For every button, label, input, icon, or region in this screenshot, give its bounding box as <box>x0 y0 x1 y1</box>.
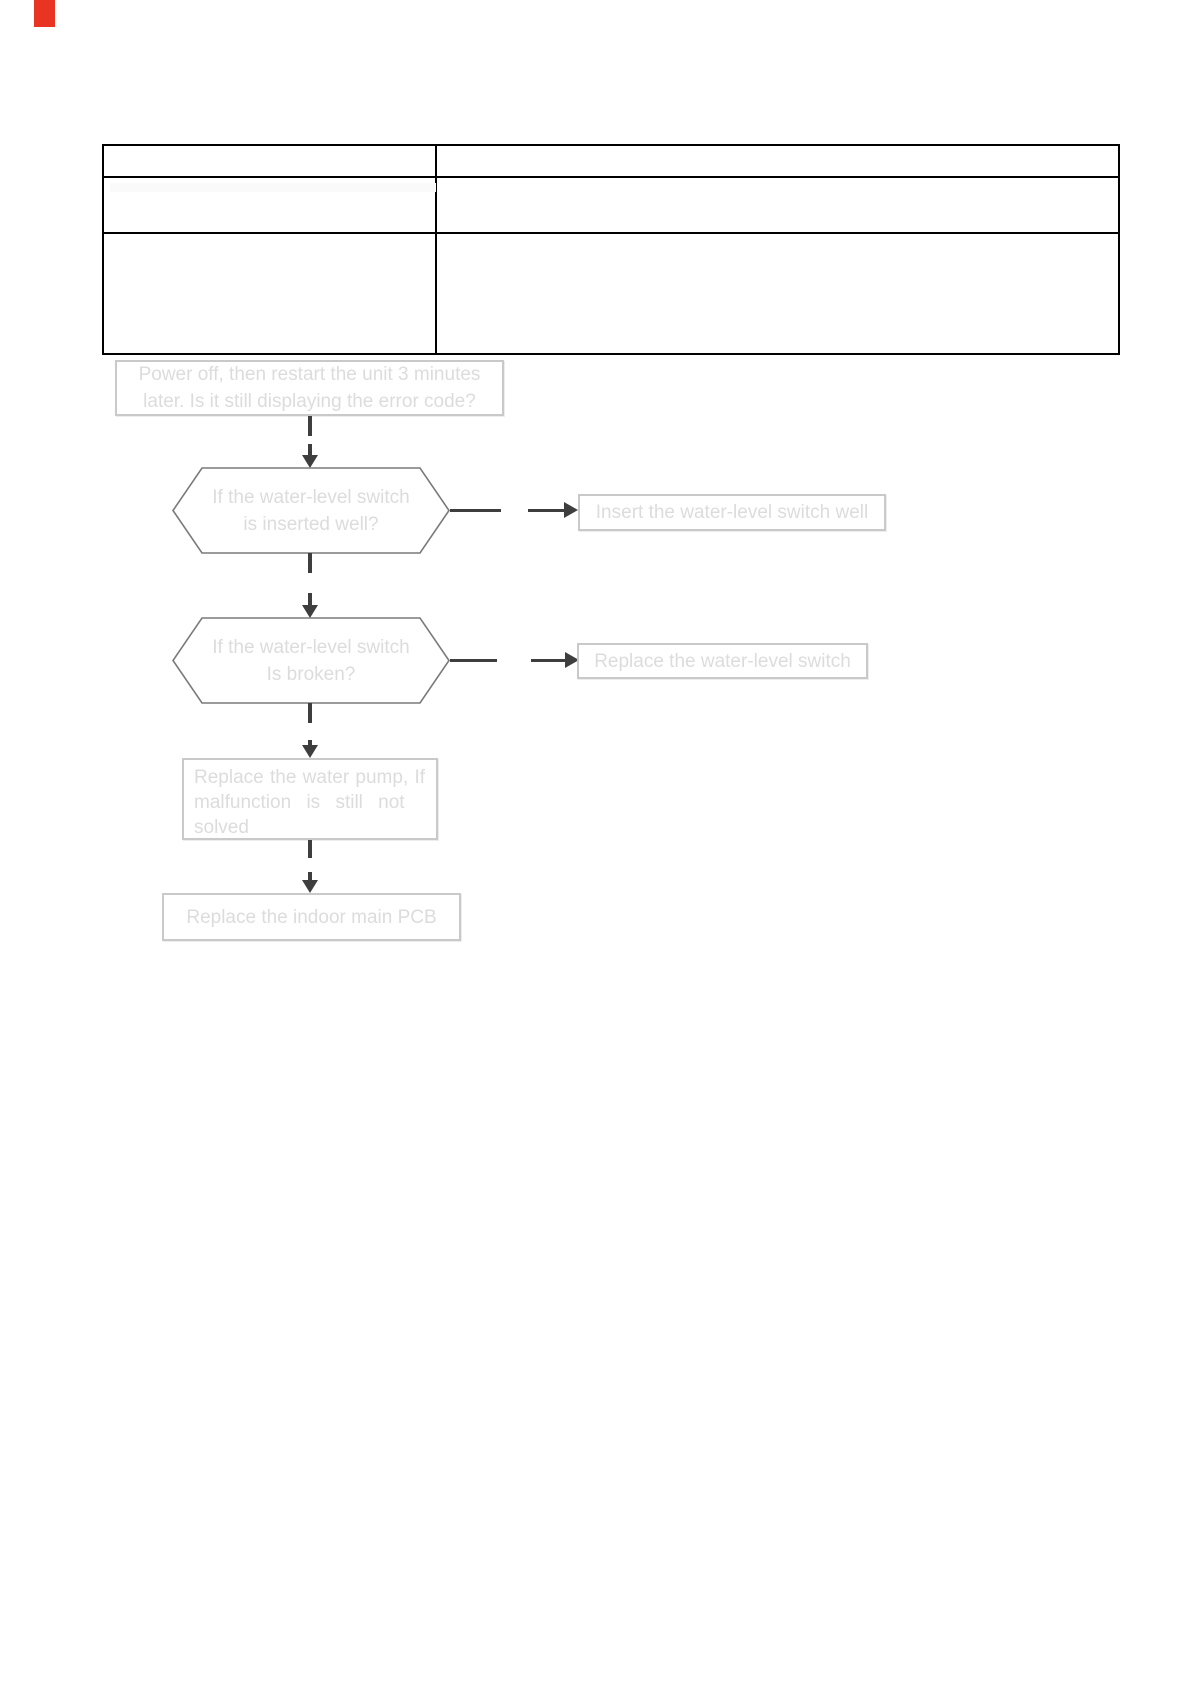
table-cell <box>437 178 1118 234</box>
process-line: solved <box>194 817 249 838</box>
decision-hexagon <box>172 467 450 554</box>
table-cell <box>437 146 1118 178</box>
table-cell <box>437 234 1118 353</box>
arrowhead-down-icon <box>302 745 318 758</box>
decision2-line: Is broken? <box>266 664 356 685</box>
flowchart-action1-box: Insert the water-level switch well <box>578 494 886 531</box>
table-cell <box>104 178 437 234</box>
arrowhead-right-icon <box>564 502 578 518</box>
connector-line <box>528 509 566 512</box>
decision2-line: If the water-level switch <box>212 637 410 658</box>
red-corner-marker <box>34 0 55 27</box>
connector-line <box>308 840 312 858</box>
arrowhead-down-icon <box>302 880 318 893</box>
end-box-label: Replace the indoor main PCB <box>186 906 437 928</box>
action1-label: Insert the water-level switch well <box>595 502 869 523</box>
troubleshooting-table <box>102 144 1120 355</box>
connector-line <box>308 740 312 748</box>
connector-line <box>450 509 501 512</box>
flowchart-action2-box: Replace the water-level switch <box>577 643 868 679</box>
connector-line <box>450 659 497 662</box>
flowchart-start-box: Power off, then restart the unit 3 minut… <box>115 360 504 416</box>
flowchart-end-box: Replace the indoor main PCB <box>162 893 461 941</box>
arrowhead-down-icon <box>302 605 318 618</box>
action2-label: Replace the water-level switch <box>594 650 851 672</box>
connector-line <box>308 703 312 723</box>
connector-line <box>308 872 312 881</box>
connector-line <box>308 416 312 436</box>
decision1-line: If the water-level switch <box>212 487 410 508</box>
decision2-label: If the water-level switch Is broken? <box>172 634 450 688</box>
connector-line <box>308 593 312 605</box>
table-cell <box>104 146 437 178</box>
process-line: Replace the water pump, If <box>194 767 426 788</box>
arrowhead-down-icon <box>302 455 318 468</box>
decision-hexagon <box>172 617 450 704</box>
connector-line <box>308 553 312 573</box>
flowchart-process-box: Replace the water pump, If malfunction i… <box>182 758 438 840</box>
arrowhead-right-icon <box>565 652 579 668</box>
decision1-line: is inserted well? <box>243 514 379 535</box>
start-box-line: Power off, then restart the unit 3 minut… <box>138 364 481 385</box>
table-cell <box>104 234 437 353</box>
connector-line <box>531 659 567 662</box>
connector-line <box>308 444 312 456</box>
process-line: malfunction is still not <box>194 792 405 813</box>
table-highlight-band <box>110 183 436 192</box>
decision1-label: If the water-level switch is inserted we… <box>172 484 450 538</box>
start-box-line: later. Is it still displaying the error … <box>143 391 476 412</box>
